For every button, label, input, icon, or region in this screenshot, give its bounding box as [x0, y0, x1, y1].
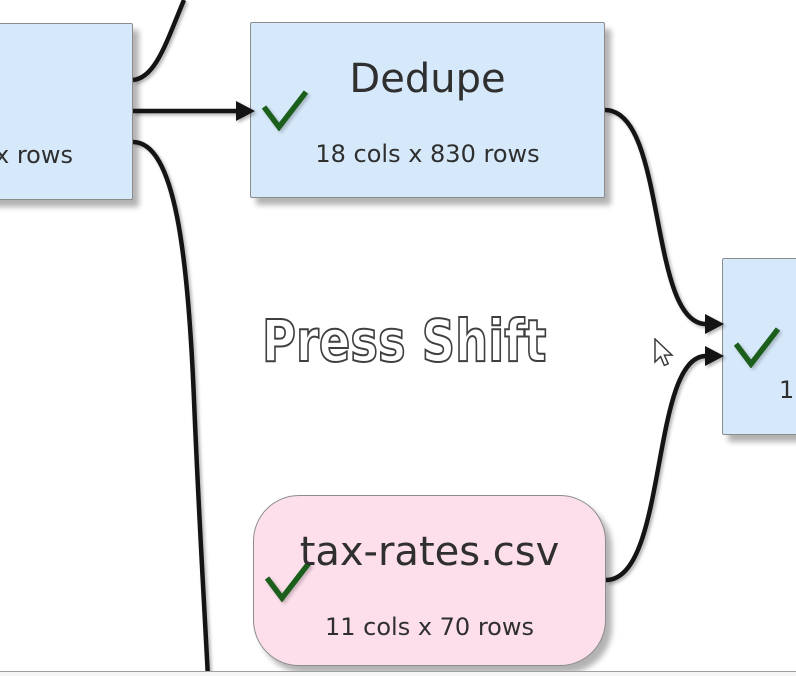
connector-dedupe-to-right: [604, 107, 707, 327]
node-dedupe[interactable]: Dedupe 18 cols x 830 rows: [250, 22, 605, 198]
node-title: tax-rates.csv: [299, 529, 560, 575]
connector-left-to-top: [132, 0, 187, 83]
connector-tax-to-right: [605, 353, 707, 583]
connector-left-to-bottom: [132, 139, 211, 676]
check-icon: [262, 90, 308, 131]
node-size-label: 1: [779, 376, 795, 404]
node-size-label: x rows: [0, 141, 73, 169]
bottom-panel-edge: [0, 671, 796, 676]
node-tax-rates-csv[interactable]: tax-rates.csv 11 cols x 70 rows: [253, 495, 606, 666]
node-left-transform[interactable]: x rows: [0, 23, 133, 200]
node-size-label: 18 cols x 830 rows: [315, 140, 540, 168]
mouse-cursor-icon: [654, 338, 674, 367]
node-right-transform[interactable]: 1: [722, 258, 796, 435]
check-icon: [734, 326, 780, 368]
press-shift-hint: Press Shift: [261, 307, 547, 375]
check-icon: [265, 560, 311, 602]
node-title: Dedupe: [349, 56, 506, 102]
node-size-label: 11 cols x 70 rows: [324, 613, 534, 641]
